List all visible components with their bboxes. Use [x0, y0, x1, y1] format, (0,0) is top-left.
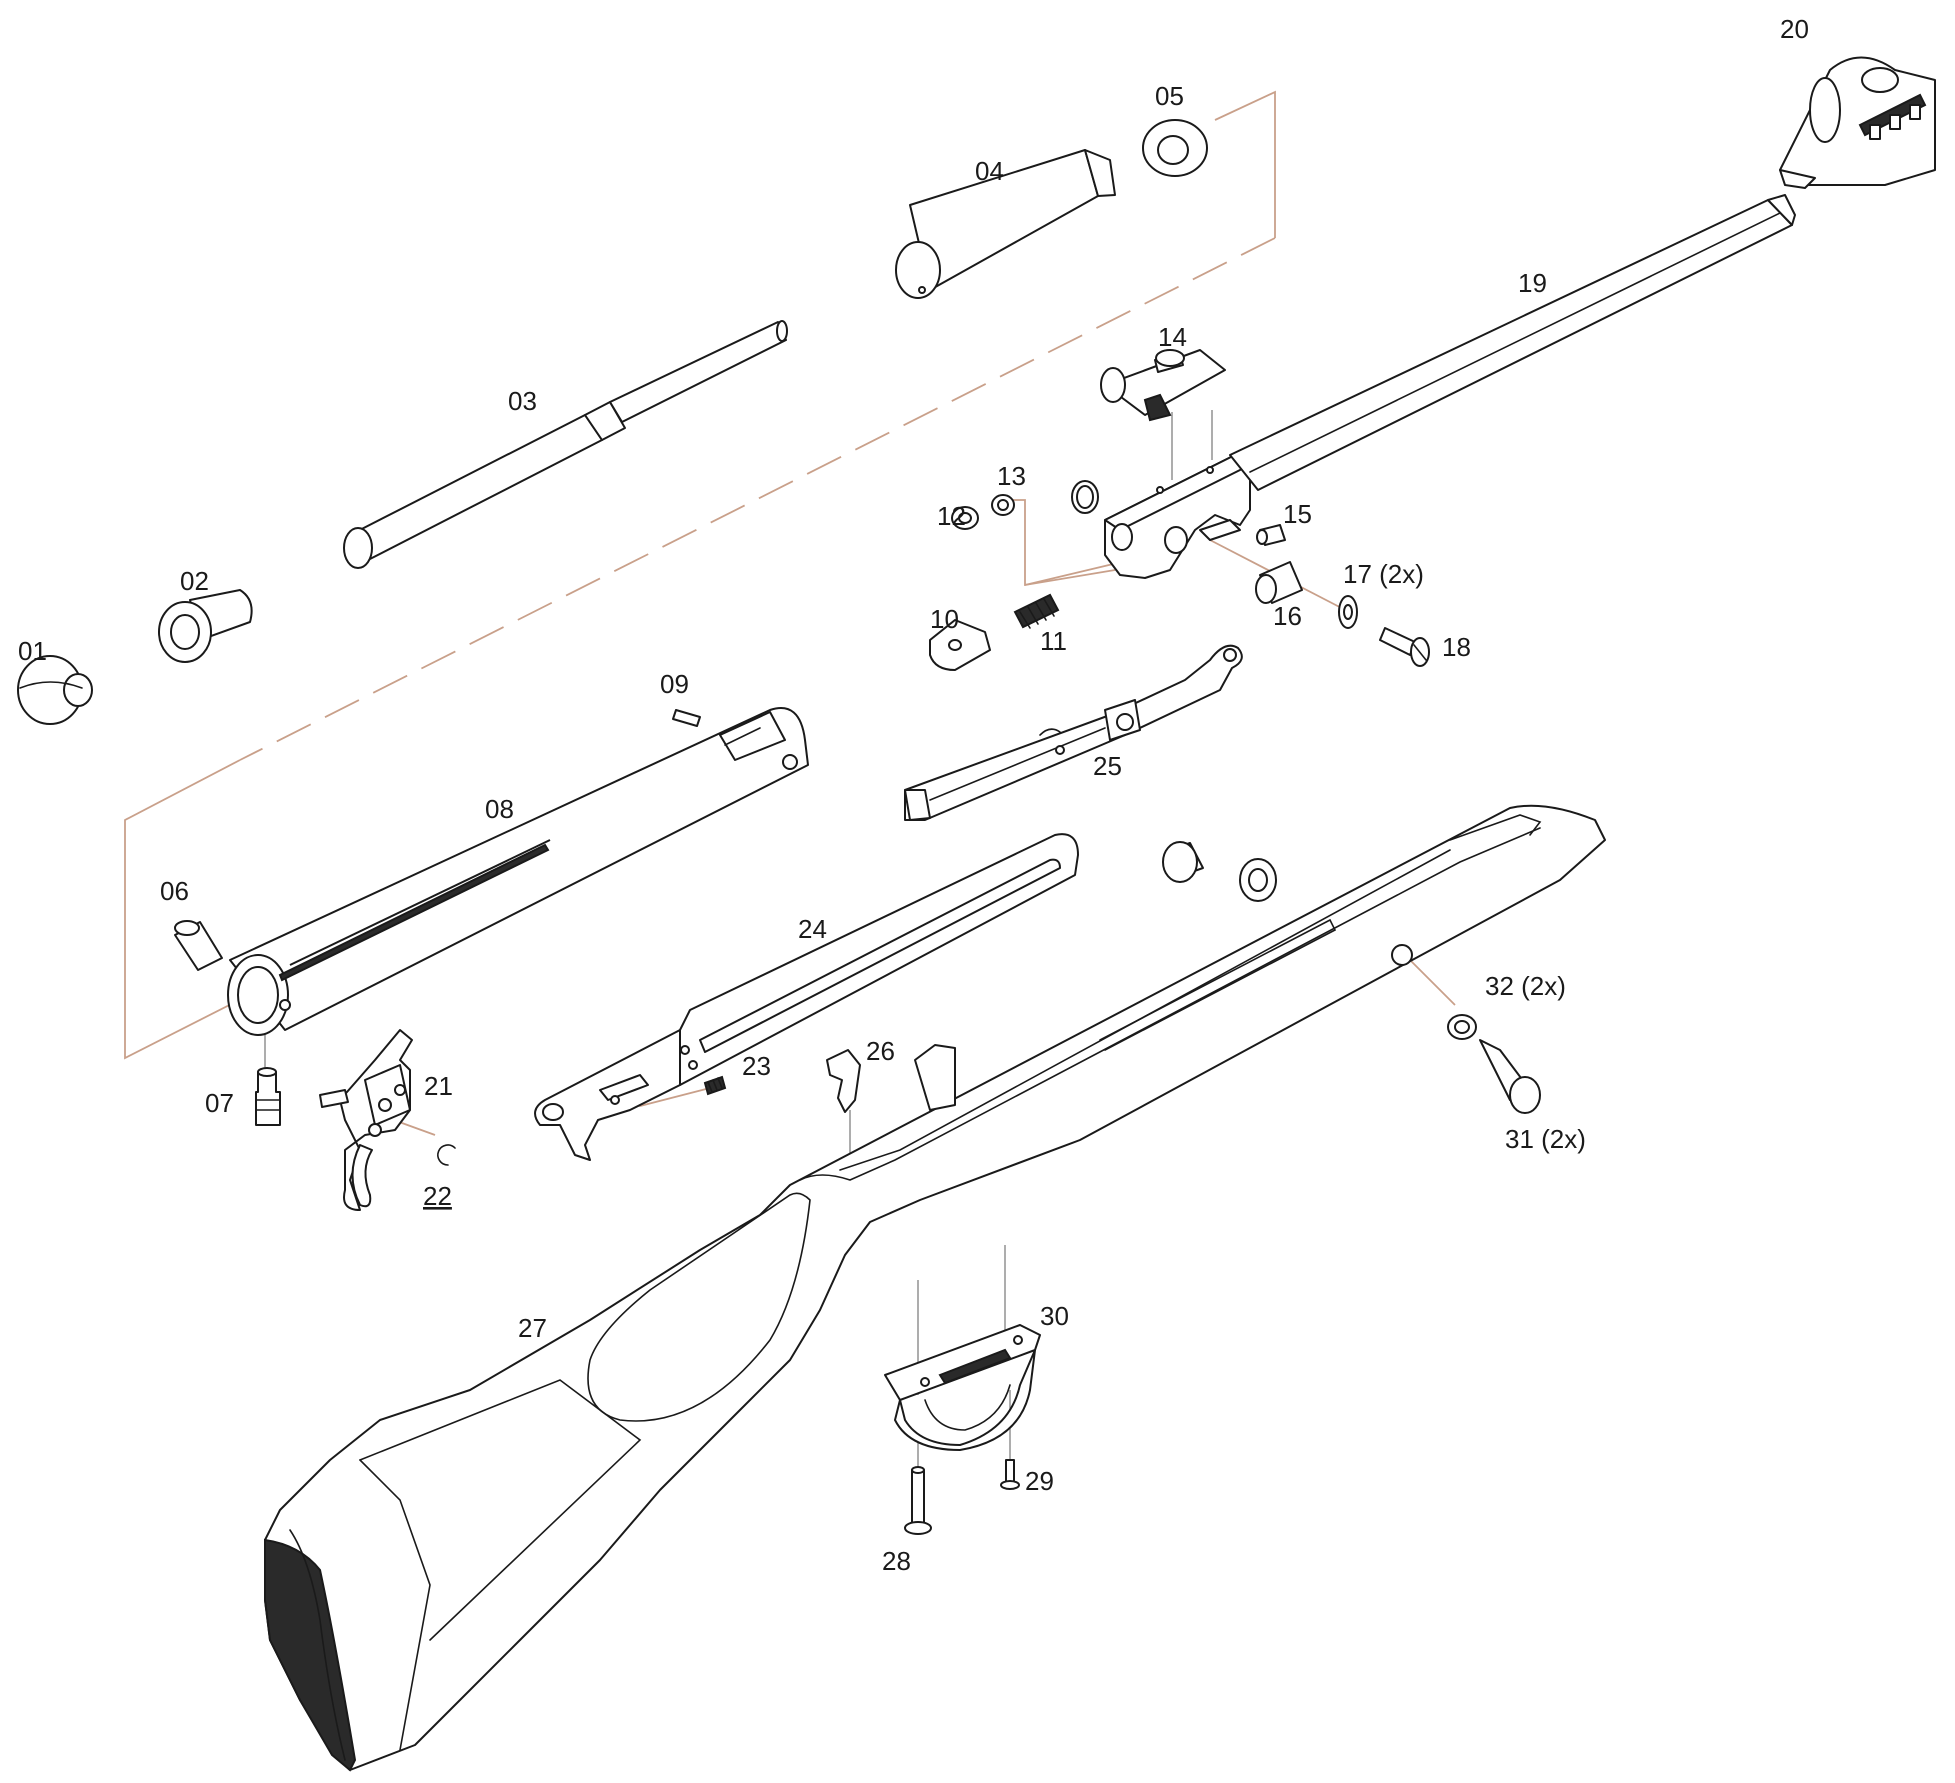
part-10-latch	[929, 619, 991, 671]
label-08: 08	[485, 794, 514, 824]
label-13: 13	[997, 461, 1026, 491]
label-24: 24	[798, 914, 827, 944]
label-22: 22	[423, 1181, 452, 1211]
label-25: 25	[1093, 751, 1122, 781]
label-18: 18	[1442, 632, 1471, 662]
label-10: 10	[930, 604, 959, 634]
label-27: 27	[518, 1313, 547, 1343]
part-09-small-pin	[672, 709, 701, 727]
label-12: 12	[937, 501, 966, 531]
part-22-e-clip	[437, 1144, 456, 1166]
part-32-washer	[1447, 1014, 1477, 1040]
label-02: 02	[180, 566, 209, 596]
label-28: 28	[882, 1546, 911, 1576]
label-06: 06	[160, 876, 189, 906]
part-24-slide-plate	[534, 833, 1079, 1161]
part-15-pin	[1256, 524, 1286, 546]
label-05: 05	[1155, 81, 1184, 111]
part-23-spring	[703, 1075, 727, 1096]
label-11: 11	[1040, 626, 1067, 656]
part-03-spring-guide	[343, 320, 788, 569]
part-18-screw	[1379, 627, 1430, 667]
part-13-washer	[991, 494, 1015, 516]
part-14-rear-sight	[1100, 349, 1226, 422]
part-31-screw	[1479, 1039, 1541, 1114]
o-ring	[1071, 480, 1099, 514]
part-29-screw	[1000, 1459, 1020, 1490]
label-09: 09	[660, 669, 689, 699]
part-30-trigger-guard	[884, 1324, 1041, 1451]
label-26: 26	[866, 1036, 895, 1066]
label-30: 30	[1040, 1301, 1069, 1331]
stock-bolt	[1162, 841, 1204, 883]
label-19: 19	[1518, 268, 1547, 298]
label-01: 01	[18, 636, 47, 666]
label-15: 15	[1283, 499, 1312, 529]
label-07: 07	[205, 1088, 234, 1118]
part-19-barrel	[1229, 194, 1796, 491]
part-05-washer	[1142, 119, 1208, 177]
label-17: 17 (2x)	[1343, 559, 1424, 589]
part-20-front-sight	[1779, 56, 1936, 189]
label-03: 03	[508, 386, 537, 416]
label-32: 32 (2x)	[1485, 971, 1566, 1001]
part-04-piston	[895, 149, 1116, 299]
part-labels: 01 02 03 04 05 06 07 08 09 10 11 12 13 1…	[18, 14, 1809, 1576]
part-07-bushing	[255, 1067, 281, 1126]
label-20: 20	[1780, 14, 1809, 44]
label-16: 16	[1273, 601, 1302, 631]
part-08-compression-tube	[227, 707, 809, 1036]
part-02-piston-head	[158, 589, 253, 663]
part-11-spring	[1013, 593, 1060, 629]
part-06-pin	[174, 920, 223, 971]
label-29: 29	[1025, 1466, 1054, 1496]
label-23: 23	[742, 1051, 771, 1081]
label-04: 04	[975, 156, 1004, 186]
part-12-washer	[951, 506, 979, 530]
part-28-screw	[904, 1466, 932, 1535]
label-14: 14	[1158, 322, 1187, 352]
breech-block	[1104, 454, 1251, 579]
label-31: 31 (2x)	[1505, 1124, 1586, 1154]
label-21: 21	[424, 1071, 453, 1101]
part-17-washer	[1338, 595, 1358, 629]
part-21-trigger-group	[319, 1029, 413, 1211]
part-25-cocking-lever	[904, 644, 1243, 821]
stock-washer	[1239, 858, 1277, 902]
part-26-safety-clip	[826, 1049, 861, 1113]
part-16-bushing	[1255, 561, 1303, 604]
part-01-end-cap	[17, 655, 93, 725]
part-27-stock	[264, 804, 1606, 1772]
